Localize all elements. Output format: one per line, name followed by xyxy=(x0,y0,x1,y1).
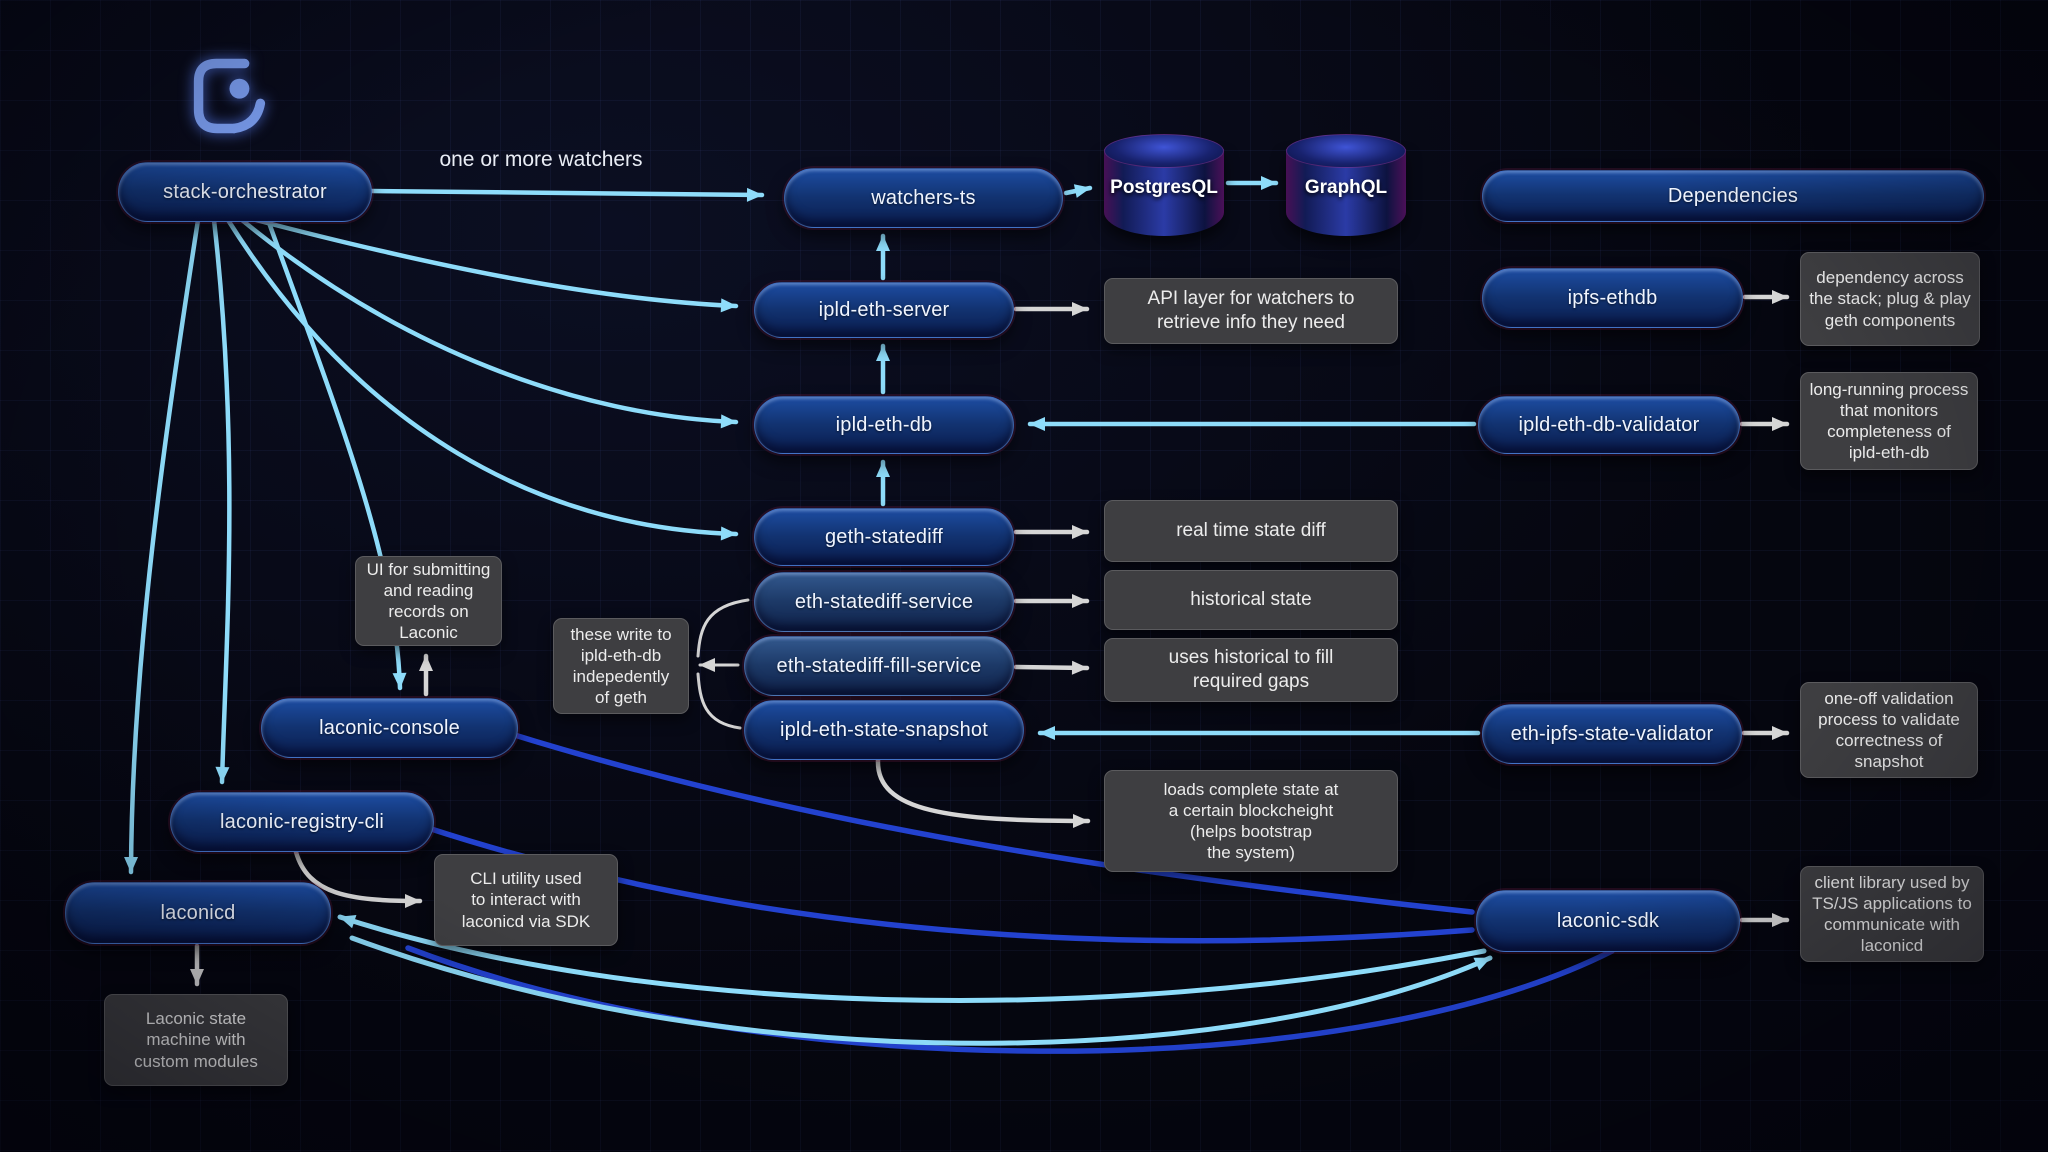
node-ipld-eth-db: ipld-eth-db xyxy=(754,396,1014,454)
node-laconic-console: laconic-console xyxy=(261,698,518,758)
note-snapshot-loads: loads complete state at a certain blockc… xyxy=(1104,770,1398,872)
note-api-layer: API layer for watchers to retrieve info … xyxy=(1104,278,1398,344)
edge-bottom-to-sdk xyxy=(349,935,1493,1046)
node-watchers-ts: watchers-ts xyxy=(784,168,1063,228)
node-label: ipld-eth-db xyxy=(835,413,933,436)
note-one-off-validation: one-off validation process to validate c… xyxy=(1800,682,1978,778)
edge-orchestrator-laconic-registry-cli xyxy=(211,217,232,785)
node-stack-orchestrator: stack-orchestrator xyxy=(118,162,372,222)
node-label: ipld-eth-db-validator xyxy=(1518,413,1700,436)
brace-services-write-note-top xyxy=(696,598,750,658)
note-sdk-client-library: client library used by TS/JS application… xyxy=(1800,866,1984,962)
brace-services-write-note-bottom xyxy=(696,672,742,730)
node-label: ipld-eth-server xyxy=(818,298,950,321)
node-label: laconic-console xyxy=(319,716,460,739)
node-label: Dependencies xyxy=(1667,184,1799,207)
node-label: eth-ipfs-state-validator xyxy=(1510,722,1714,745)
node-ipfs-ethdb: ipfs-ethdb xyxy=(1482,268,1743,328)
node-eth-statediff-fill-service: eth-statediff-fill-service xyxy=(744,636,1014,696)
node-eth-ipfs-state-validator: eth-ipfs-state-validator xyxy=(1482,704,1742,764)
database-label: GraphQL xyxy=(1304,176,1388,198)
node-laconic-sdk: laconic-sdk xyxy=(1476,890,1740,952)
node-laconic-registry-cli: laconic-registry-cli xyxy=(170,792,434,852)
node-label: laconic-registry-cli xyxy=(219,810,385,833)
laconic-logo-icon xyxy=(193,58,266,134)
node-label: stack-orchestrator xyxy=(163,180,327,203)
note-ipfs-ethdb: dependency across the stack; plug & play… xyxy=(1800,252,1980,346)
cylinder-top xyxy=(1286,134,1406,168)
node-label: ipfs-ethdb xyxy=(1567,286,1658,309)
node-geth-statediff: geth-statediff xyxy=(754,508,1014,566)
database-graphql: GraphQL xyxy=(1286,134,1406,236)
laconic-logo xyxy=(186,52,274,140)
edge-watchers-postgresql xyxy=(1063,184,1093,198)
edge-orchestrator-ipld-eth-server xyxy=(253,217,739,313)
node-ipld-eth-db-validator: ipld-eth-db-validator xyxy=(1478,396,1740,454)
node-eth-statediff-service: eth-statediff-service xyxy=(754,572,1014,632)
database-label: PostgresQL xyxy=(1110,176,1218,198)
note-write-independently: these write to ipld-eth-db indepedently … xyxy=(553,618,689,714)
note-real-time: real time state diff xyxy=(1104,500,1398,562)
edge-fill-service-gaps-note xyxy=(1013,660,1090,675)
note-db-validator: long-running process that monitors compl… xyxy=(1800,372,1978,470)
node-label: ipld-eth-state-snapshot xyxy=(779,718,989,741)
database-postgresql: PostgresQL xyxy=(1104,134,1224,236)
edge-orchestrator-watchers xyxy=(369,187,765,202)
node-laconicd: laconicd xyxy=(65,882,331,944)
node-label: laconic-sdk xyxy=(1556,909,1660,932)
note-console-ui: UI for submitting and reading records on… xyxy=(355,556,502,646)
note-fill-gaps: uses historical to fill required gaps xyxy=(1104,638,1398,702)
node-label: laconicd xyxy=(160,901,236,924)
node-dependencies: Dependencies xyxy=(1482,170,1984,222)
node-label: eth-statediff-service xyxy=(794,590,974,613)
node-ipld-eth-state-snapshot: ipld-eth-state-snapshot xyxy=(744,700,1024,760)
edge-orchestrator-ipld-eth-db xyxy=(239,217,739,429)
node-ipld-eth-server: ipld-eth-server xyxy=(754,282,1014,338)
node-label: watchers-ts xyxy=(871,186,976,209)
edge-label-watchers: one or more watchers xyxy=(439,148,643,171)
note-laconicd-state-machine: Laconic state machine with custom module… xyxy=(104,994,288,1086)
edge-snapshot-loads-note xyxy=(875,757,1091,828)
note-historical: historical state xyxy=(1104,570,1398,630)
note-cli-utility: CLI utility used to interact with laconi… xyxy=(434,854,618,946)
node-label: eth-statediff-fill-service xyxy=(776,654,982,677)
node-label: geth-statediff xyxy=(824,525,944,548)
edge-orchestrator-laconicd xyxy=(124,217,201,875)
cylinder-top xyxy=(1104,134,1224,168)
